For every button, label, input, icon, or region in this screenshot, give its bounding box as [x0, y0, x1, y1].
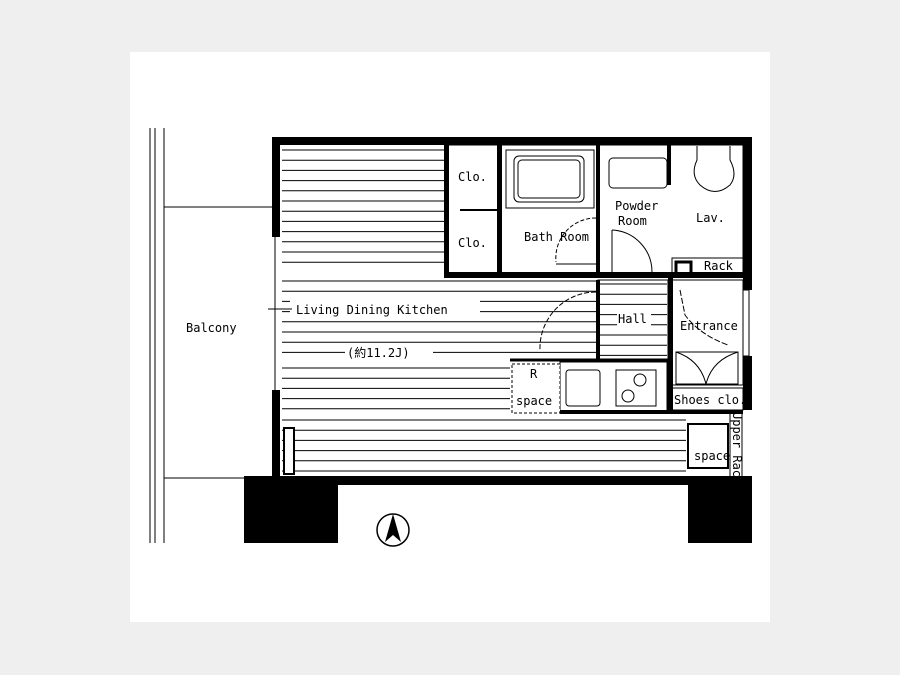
label-hall: Hall	[618, 312, 647, 326]
label-upper-rack: Upper Rack	[730, 412, 744, 485]
walls	[244, 137, 752, 543]
label-rack: Rack	[704, 259, 734, 273]
label-closet-2: Clo.	[458, 236, 487, 250]
label-bath: Bath Room	[524, 230, 589, 244]
label-ldk-area: (約11.2J)	[347, 345, 410, 360]
label-washer-space: space	[694, 449, 730, 463]
balcony-rail	[149, 128, 272, 543]
label-lav: Lav.	[696, 211, 725, 225]
label-closet-1: Clo.	[458, 170, 487, 184]
label-fridge: R	[530, 367, 538, 381]
label-shoes-closet: Shoes clo.	[674, 393, 746, 407]
north-arrow-icon	[376, 513, 410, 547]
label-fridge-space: space	[516, 394, 552, 408]
label-entrance: Entrance	[680, 319, 738, 333]
label-powder: Powder	[615, 199, 658, 213]
label-ldk: Living Dining Kitchen	[296, 303, 448, 317]
label-balcony: Balcony	[186, 321, 237, 335]
label-powder-room: Room	[618, 214, 647, 228]
